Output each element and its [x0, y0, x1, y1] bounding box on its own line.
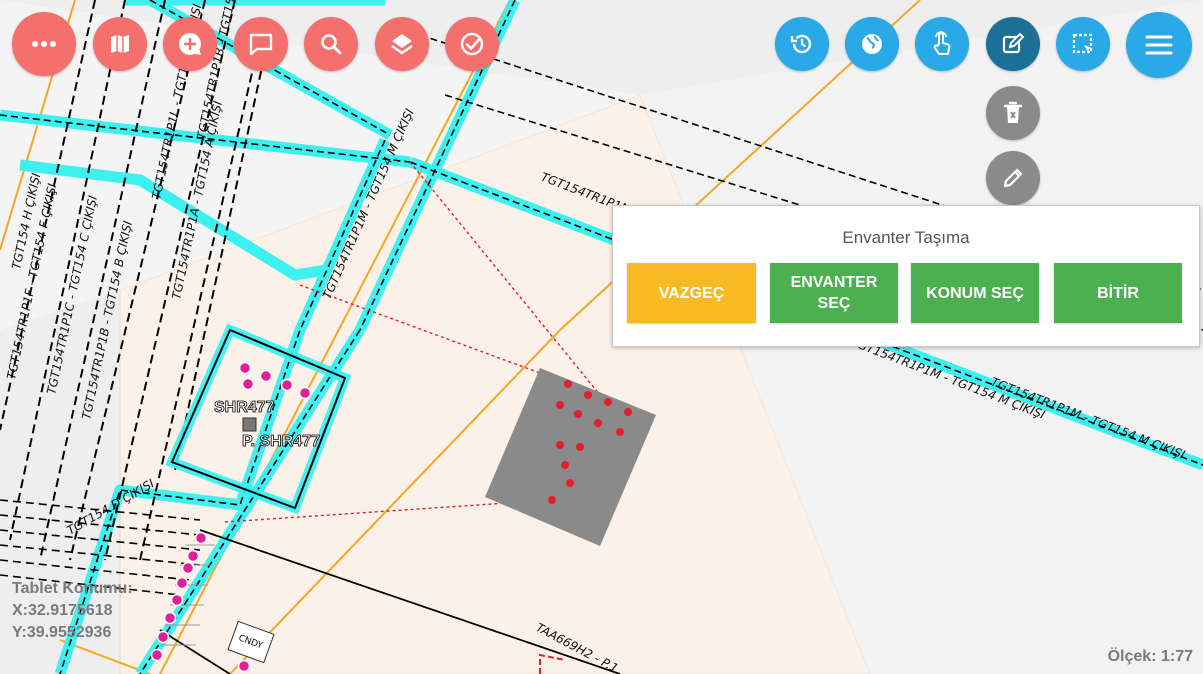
pencil-button[interactable]: [986, 151, 1040, 205]
check-button[interactable]: [445, 17, 499, 71]
pole-label: P. SHR477: [242, 433, 320, 450]
red-point: [604, 398, 612, 406]
tablet-location-x: X:32.9175618: [12, 602, 113, 619]
pole-dot: [298, 386, 312, 400]
pole-dot: [150, 648, 164, 662]
select-area-icon: [1072, 33, 1093, 54]
power-line: [174, 29, 271, 471]
small-box: [227, 620, 275, 664]
pole-dot: [194, 531, 208, 545]
power-line: [9, 0, 126, 541]
box-label: SHR477: [214, 399, 275, 416]
pole-dot: [241, 377, 255, 391]
power-line: [0, 0, 96, 431]
more-button[interactable]: [12, 12, 76, 76]
tablet-location-y: Y:39.9552936: [12, 624, 112, 641]
pole-dot: [237, 659, 251, 673]
pencil-icon: [1003, 168, 1023, 188]
more-icon: [32, 41, 56, 47]
power-line: [0, 114, 411, 163]
pole-marker: [242, 417, 257, 432]
history-icon: [790, 34, 812, 54]
red-point: [561, 461, 569, 469]
search-button[interactable]: [304, 17, 358, 71]
tablet-location: Tablet Konumu: X:32.9175618 Y:39.9552936: [12, 578, 133, 644]
delete-icon: [1003, 101, 1023, 123]
edit-icon: [1002, 32, 1025, 54]
globe-icon: [862, 34, 882, 54]
inventory-move-dialog: Envanter Taşıma VAZGEÇ ENVANTER SEÇ KONU…: [612, 205, 1200, 347]
comment-button[interactable]: [234, 17, 288, 71]
check-circle-icon: [460, 32, 484, 56]
pole-dot: [259, 369, 273, 383]
menu-button[interactable]: [1126, 12, 1192, 78]
red-point: [624, 408, 632, 416]
layers-button[interactable]: [375, 17, 429, 71]
tablet-location-label: Tablet Konumu:: [12, 580, 133, 597]
map-button[interactable]: [93, 17, 147, 71]
building-outline: [170, 328, 347, 510]
select-inventory-label-line2: SEÇ: [817, 295, 851, 312]
red-point: [584, 391, 592, 399]
red-point: [594, 419, 602, 427]
red-point: [574, 410, 582, 418]
power-line: [0, 559, 191, 581]
road-line: [229, 329, 561, 674]
power-line: [139, 329, 361, 674]
power-line: [0, 574, 181, 596]
scale-indicator: Ölçek: 1:77: [1107, 648, 1193, 665]
touch-icon: [933, 31, 951, 55]
select-inventory-button[interactable]: ENVANTER SEÇ: [770, 263, 898, 323]
delete-button[interactable]: [986, 86, 1040, 140]
power-line: [69, 0, 206, 561]
red-point: [564, 380, 572, 388]
pole-dot: [170, 593, 184, 607]
pole-dot: [175, 576, 189, 590]
connection-line: [409, 161, 601, 396]
pole-dot: [238, 361, 252, 375]
edit-button[interactable]: [986, 17, 1040, 71]
select-area-button[interactable]: [1056, 17, 1110, 71]
history-button[interactable]: [775, 17, 829, 71]
globe-button[interactable]: [845, 17, 899, 71]
boundary-line: [159, 629, 231, 674]
red-point: [616, 428, 624, 436]
layers-icon: [391, 34, 413, 55]
power-line: [139, 59, 256, 561]
red-outline: [539, 653, 566, 674]
menu-icon: [1145, 35, 1173, 55]
pole-dot: [163, 611, 177, 625]
dialog-title: Envanter Taşıma: [842, 228, 970, 247]
red-point: [576, 443, 584, 451]
power-line: [0, 499, 201, 521]
pole-dot: [156, 630, 170, 644]
search-icon: [321, 34, 342, 55]
cancel-button[interactable]: VAZGEÇ: [627, 263, 756, 323]
add-comment-icon: [179, 33, 201, 55]
pole-dot: [186, 549, 200, 563]
power-line: [39, 0, 166, 561]
moved-footprint: [485, 368, 656, 546]
red-point: [548, 496, 556, 504]
touch-button[interactable]: [915, 17, 969, 71]
red-point: [556, 441, 564, 449]
power-line: [0, 544, 201, 566]
select-location-button[interactable]: KONUM SEÇ: [911, 263, 1039, 323]
boundary-line: [199, 529, 621, 674]
finish-button[interactable]: BİTİR: [1054, 263, 1182, 323]
power-line: [59, 139, 386, 674]
red-point: [566, 479, 574, 487]
comment-icon: [249, 33, 273, 56]
pole-dot: [181, 561, 195, 575]
red-point: [556, 401, 564, 409]
power-line: [0, 529, 201, 551]
power-line: [104, 0, 236, 561]
select-inventory-label-line1: ENVANTER: [790, 274, 878, 291]
map-icon: [111, 35, 129, 53]
connection-line: [224, 499, 553, 523]
power-line: [0, 514, 201, 536]
pole-dot: [280, 378, 294, 392]
add-comment-button[interactable]: [163, 17, 217, 71]
